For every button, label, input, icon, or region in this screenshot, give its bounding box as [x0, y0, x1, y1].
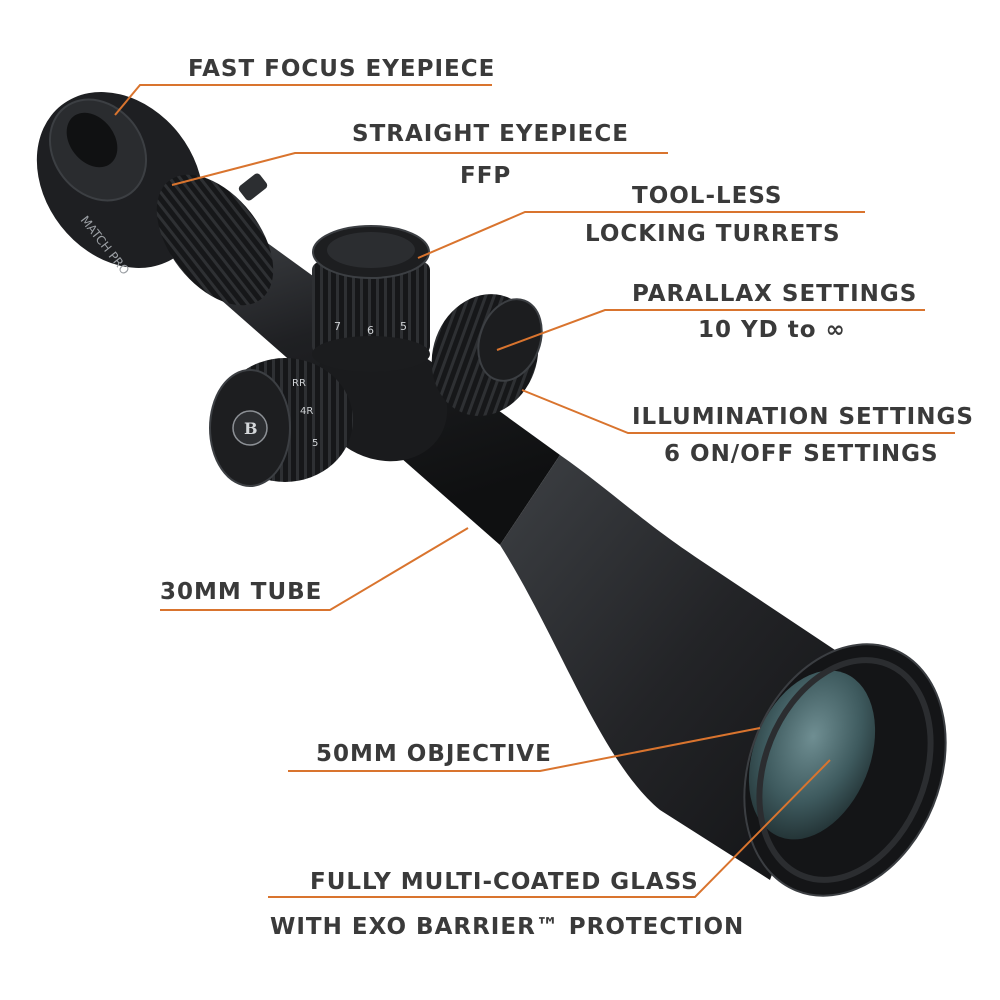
- callout-tool-less: TOOL-LESS: [632, 183, 783, 209]
- leader-glass: [268, 759, 831, 898]
- callout-parallax-settings: PARALLAX SETTINGS: [632, 281, 918, 307]
- callout-exo-barrier: WITH EXO BARRIER™ PROTECTION: [270, 914, 745, 940]
- eyepiece-lens-icon: [66, 112, 118, 168]
- brand-logo-icon: [232, 410, 268, 446]
- windage-mark-4r: 4R: [300, 406, 313, 417]
- throw-lever: [238, 173, 268, 201]
- callout-multi-coated-glass: FULLY MULTI-COATED GLASS: [310, 869, 699, 895]
- callout-locking-turrets: LOCKING TURRETS: [585, 221, 841, 247]
- leader-objective: [288, 727, 761, 772]
- scope-body: MATCH PRO 7 6 5: [36, 92, 947, 897]
- callout-illumination-settings: ILLUMINATION SETTINGS: [632, 404, 974, 430]
- elevation-mark-7: 7: [334, 320, 341, 333]
- leader-parallax: [496, 309, 925, 351]
- power-ring-knurl: [156, 174, 274, 306]
- windage-mark-5: 5: [312, 438, 318, 449]
- callout-ffp: FFP: [460, 163, 512, 189]
- leader-lines: [114, 84, 955, 898]
- windage-mark-rr: RR: [292, 378, 306, 389]
- leader-illumination: [521, 389, 955, 434]
- callout-30mm-tube: 30MM TUBE: [160, 579, 323, 605]
- leader-straight-eyepiece: [171, 152, 668, 186]
- leader-tube: [160, 527, 469, 611]
- callout-50mm-objective: 50MM OBJECTIVE: [316, 741, 552, 767]
- callout-straight-eyepiece: STRAIGHT EYEPIECE: [352, 121, 629, 147]
- elevation-mark-5: 5: [400, 320, 407, 333]
- objective-lens-icon: [748, 670, 876, 840]
- elevation-mark-6: 6: [367, 324, 374, 337]
- parallax-knob: [431, 294, 543, 416]
- elevation-turret: 7 6 5: [312, 225, 430, 372]
- windage-turret: B RR 4R 5: [209, 358, 353, 487]
- brand-logo-letter: B: [244, 419, 258, 438]
- callout-fast-focus-eyepiece: FAST FOCUS EYEPIECE: [188, 56, 496, 82]
- leader-turrets: [417, 211, 865, 259]
- objective-inner-ring: [756, 657, 934, 883]
- callout-illumination-count: 6 ON/OFF SETTINGS: [664, 441, 939, 467]
- callout-parallax-range: 10 YD to ∞: [698, 317, 846, 343]
- leader-fast-focus: [114, 84, 492, 116]
